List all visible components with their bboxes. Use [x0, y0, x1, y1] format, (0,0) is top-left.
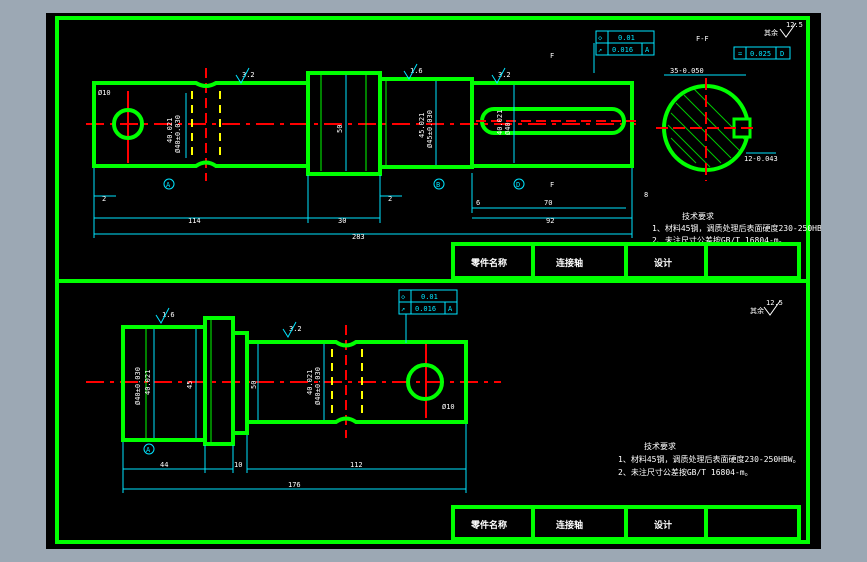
lower-tech-note-1: 1、材料45钢，调质处理后表面硬度230-250HBW。 [618, 454, 801, 464]
upper-datum-b: B [436, 181, 440, 189]
lower-dim-mid: 50 [250, 381, 258, 389]
upper-dim-shaft-3b: 40.021 [496, 110, 504, 135]
upper-part-view: Ø10 Ø40±0.030 40.021 50 Ø45±0.030 45.021… [86, 21, 835, 280]
upper-dim-len-6: 6 [476, 199, 480, 207]
lower-datum-a: A [146, 446, 151, 454]
upper-dim-shaft-1: Ø40±0.030 [174, 115, 182, 153]
upper-inner-lines [320, 75, 387, 171]
lower-dim-right: Ø40±0.030 [314, 367, 322, 405]
upper-dim-flange: 50 [336, 125, 344, 133]
lower-dim-left: Ø40±0.030 [134, 367, 142, 405]
lower-tech-note-2: 2、未注尺寸公差按GB/T 16804-m。 [618, 467, 753, 477]
lower-roughness-1: 1.6 [162, 311, 175, 319]
section-label: F-F [696, 35, 709, 43]
upper-roughness-label: 其余 [764, 28, 778, 37]
lower-roughness-label: 其余 [750, 306, 764, 315]
upper-tol-2-symbol: ↗ [598, 46, 602, 54]
upper-roughness-3: 3.2 [498, 71, 511, 79]
upper-dim-len-8: 8 [644, 191, 648, 199]
upper-datum-a: A [166, 181, 171, 189]
lower-roughness-check [763, 300, 781, 316]
upper-dim-shaft-2: Ø45±0.030 [426, 110, 434, 148]
upper-dim-len-283: 283 [352, 233, 365, 241]
lower-dim-left-b: 40.021 [144, 370, 152, 395]
lower-tol-1-value: 0.01 [421, 293, 438, 301]
lower-tol-2-value: 0.016 [415, 305, 436, 313]
lower-datum-marker [143, 443, 155, 455]
lower-roughness-marks [155, 307, 297, 338]
lower-tol-2-symbol: ↗ [401, 305, 405, 313]
lower-tolerance-frames [398, 289, 458, 343]
section-ff-view [656, 46, 791, 181]
upper-dim-len-2a: 2 [102, 195, 106, 203]
upper-roughness-check [779, 22, 797, 38]
upper-tech-note-2: 2、未注尺寸公差按GB/T 16804-m。 [652, 235, 787, 245]
lower-dim-right-b: 40.021 [306, 370, 314, 395]
upper-roughness-1: 3.2 [242, 71, 255, 79]
lower-dim-len-176: 176 [288, 481, 301, 489]
lower-inner-lines [145, 320, 212, 442]
section-tol-value: 0.025 [750, 50, 771, 58]
upper-dimension-lines [93, 42, 636, 238]
lower-dimension-lines [122, 329, 467, 493]
upper-roughness-marks [235, 63, 506, 84]
lower-dim-len-112: 112 [350, 461, 363, 469]
upper-title-block [451, 242, 801, 280]
lower-tb-design-label: 设计 [654, 519, 672, 531]
upper-dim-hole: Ø10 [98, 89, 111, 97]
upper-hidden-lines [191, 91, 221, 158]
section-tol-datum: D [780, 50, 784, 58]
lower-roughness-symbol: 12.5 [766, 299, 783, 307]
section-tol-symbol: = [738, 50, 742, 58]
upper-tb-design-label: 设计 [654, 257, 672, 269]
lower-dim-hole: Ø10 [442, 403, 455, 411]
lower-tech-title: 技术要求 [644, 441, 676, 451]
lower-dim-len-10: 10 [234, 461, 242, 469]
lower-shaft-outline [121, 316, 468, 446]
engineering-drawing: Ø10 Ø40±0.030 40.021 50 Ø45±0.030 45.021… [55, 16, 835, 544]
lower-roughness-2: 3.2 [289, 325, 302, 333]
lower-tb-part-name-label: 零件名称 [470, 519, 507, 531]
upper-dim-shaft-2b: 45.021 [418, 113, 426, 138]
upper-dim-len-114: 114 [188, 217, 201, 225]
lower-title-block [451, 505, 801, 541]
upper-dim-len-2b: 2 [388, 195, 392, 203]
upper-dim-len-92: 92 [546, 217, 554, 225]
upper-datum-d: D [516, 181, 520, 189]
lower-dim-flange: 45 [186, 381, 194, 389]
section-dim-12: 12-0.043 [744, 155, 778, 163]
upper-dim-len-70: 70 [544, 199, 552, 207]
upper-tech-title: 技术要求 [682, 211, 714, 221]
upper-tb-part-name-label: 零件名称 [470, 257, 507, 269]
upper-dim-shaft-1b: 40.021 [166, 118, 174, 143]
lower-hidden-lines [331, 349, 363, 415]
upper-datum-markers [163, 178, 525, 190]
upper-roughness-2: 1.6 [410, 67, 423, 75]
upper-tech-note-1: 1、材料45钢，调质处理后表面硬度230-250HBW。 [652, 223, 821, 233]
upper-dim-len-30: 30 [338, 217, 346, 225]
lower-tol-2-datum: A [448, 305, 453, 313]
upper-dim-shaft-3: Ø40 [504, 122, 512, 135]
lower-dim-len-44: 44 [160, 461, 168, 469]
upper-cut-marker-bottom: F [550, 181, 554, 189]
lower-tb-part-name: 连接轴 [556, 519, 583, 531]
upper-tol-2-value: 0.016 [612, 46, 633, 54]
upper-tol-1-value: 0.01 [618, 34, 635, 42]
drawing-sheet: Ø10 Ø40±0.030 40.021 50 Ø45±0.030 45.021… [46, 13, 835, 549]
lower-tol-1-symbol: ◇ [401, 293, 406, 301]
sheet-border [55, 16, 810, 544]
upper-cut-marker-top: F [550, 52, 554, 60]
section-dim-35: 35-0.050 [670, 67, 704, 75]
upper-tolerance-frames [595, 30, 655, 56]
upper-tol-1-symbol: ◇ [598, 34, 603, 42]
upper-tb-part-name: 连接轴 [556, 257, 583, 269]
lower-part-view: Ø40±0.030 40.021 45 50 Ø40±0.030 40.021 … [86, 289, 801, 541]
upper-tol-2-datum: A [645, 46, 650, 54]
